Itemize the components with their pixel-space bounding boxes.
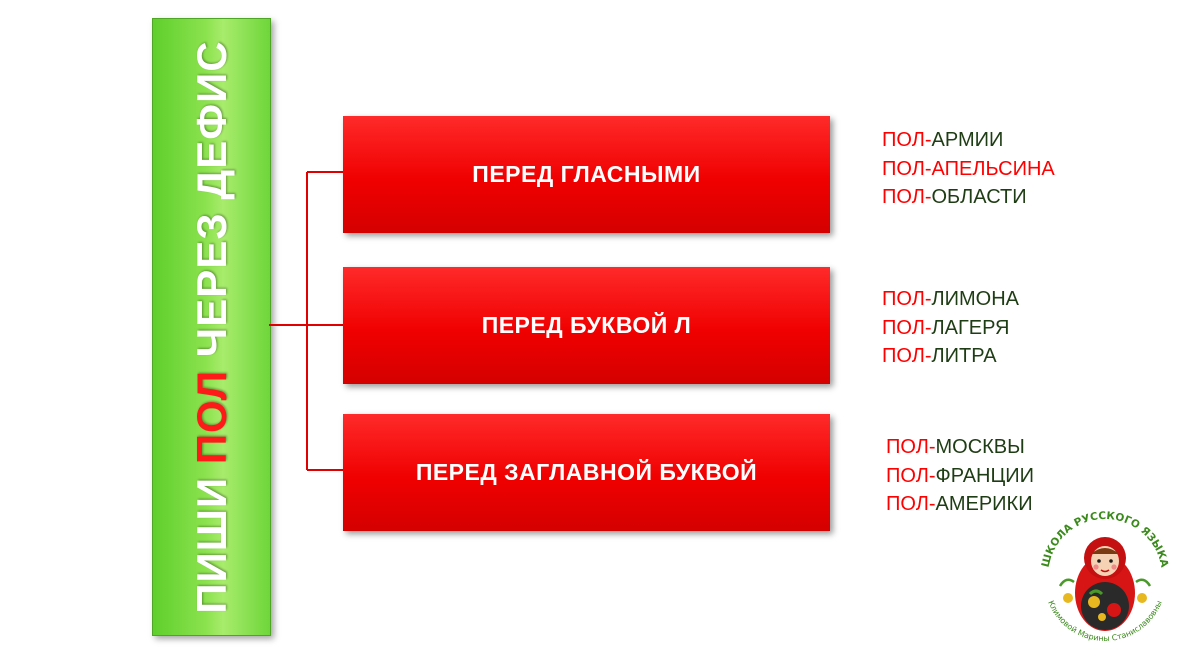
rule-label: ПЕРЕД БУКВОЙ Л (481, 312, 692, 338)
example-prefix: ПОЛ- (882, 316, 932, 339)
examples-letter-l: ПОЛ-ЛИМОНА ПОЛ-ЛАГЕРЯ ПОЛ-ЛИТРА (882, 285, 1019, 371)
rule-label: ПЕРЕД ГЛАСНЫМИ (472, 161, 701, 187)
example-prefix: ПОЛ- (882, 157, 932, 180)
example-prefix: ПОЛ- (886, 493, 936, 515)
title-bar: ПИШИ ПОЛ ЧЕРЕЗ ДЕФИС (152, 18, 271, 636)
matryoshka-icon (1058, 537, 1152, 631)
example-item: ПОЛ-МОСКВЫ (886, 433, 1034, 462)
example-item: ПОЛ-АРМИИ (882, 126, 1055, 155)
example-root: ЛАГЕРЯ (931, 316, 1010, 339)
example-item: ПОЛ-ЛАГЕРЯ (882, 314, 1019, 343)
example-root: ЛИТРА (931, 345, 997, 367)
example-root: ОБЛАСТИ (931, 186, 1027, 208)
rule-box-letter-l: ПЕРЕД БУКВОЙ Л (343, 267, 830, 384)
example-root: ЛИМОНА (931, 288, 1020, 310)
example-item: ПОЛ-ЛИТРА (882, 342, 1019, 371)
example-item: ПОЛ-ФРАНЦИИ (886, 462, 1034, 491)
example-item: ПОЛ-АМЕРИКИ (886, 490, 1034, 519)
example-root: ФРАНЦИИ (935, 464, 1035, 487)
examples-vowels: ПОЛ-АРМИИ ПОЛ-АПЕЛЬСИНА ПОЛ-ОБЛАСТИ (882, 126, 1055, 212)
example-root: АПЕЛЬСИНА (931, 157, 1055, 180)
example-item: ПОЛ-АПЕЛЬСИНА (882, 155, 1055, 184)
example-root: АРМИИ (931, 129, 1004, 151)
example-item: ПОЛ-ОБЛАСТИ (882, 183, 1055, 212)
school-logo: ШКОЛА РУССКОГО ЯЗЫКА Климовой Марины Ста… (1033, 504, 1177, 648)
example-root: МОСКВЫ (935, 436, 1025, 458)
example-prefix: ПОЛ- (882, 129, 932, 151)
rule-box-capital: ПЕРЕД ЗАГЛАВНОЙ БУКВОЙ (343, 414, 830, 531)
example-prefix: ПОЛ- (882, 288, 932, 310)
rule-label: ПЕРЕД ЗАГЛАВНОЙ БУКВОЙ (415, 459, 758, 485)
examples-capital: ПОЛ-МОСКВЫ ПОЛ-ФРАНЦИИ ПОЛ-АМЕРИКИ (886, 433, 1034, 519)
example-prefix: ПОЛ- (882, 186, 932, 208)
rule-box-vowels: ПЕРЕД ГЛАСНЫМИ (343, 116, 830, 233)
example-item: ПОЛ-ЛИМОНА (882, 285, 1019, 314)
example-prefix: ПОЛ- (882, 345, 932, 367)
example-root: АМЕРИКИ (935, 493, 1033, 515)
example-prefix: ПОЛ- (886, 464, 936, 487)
example-prefix: ПОЛ- (886, 436, 936, 458)
